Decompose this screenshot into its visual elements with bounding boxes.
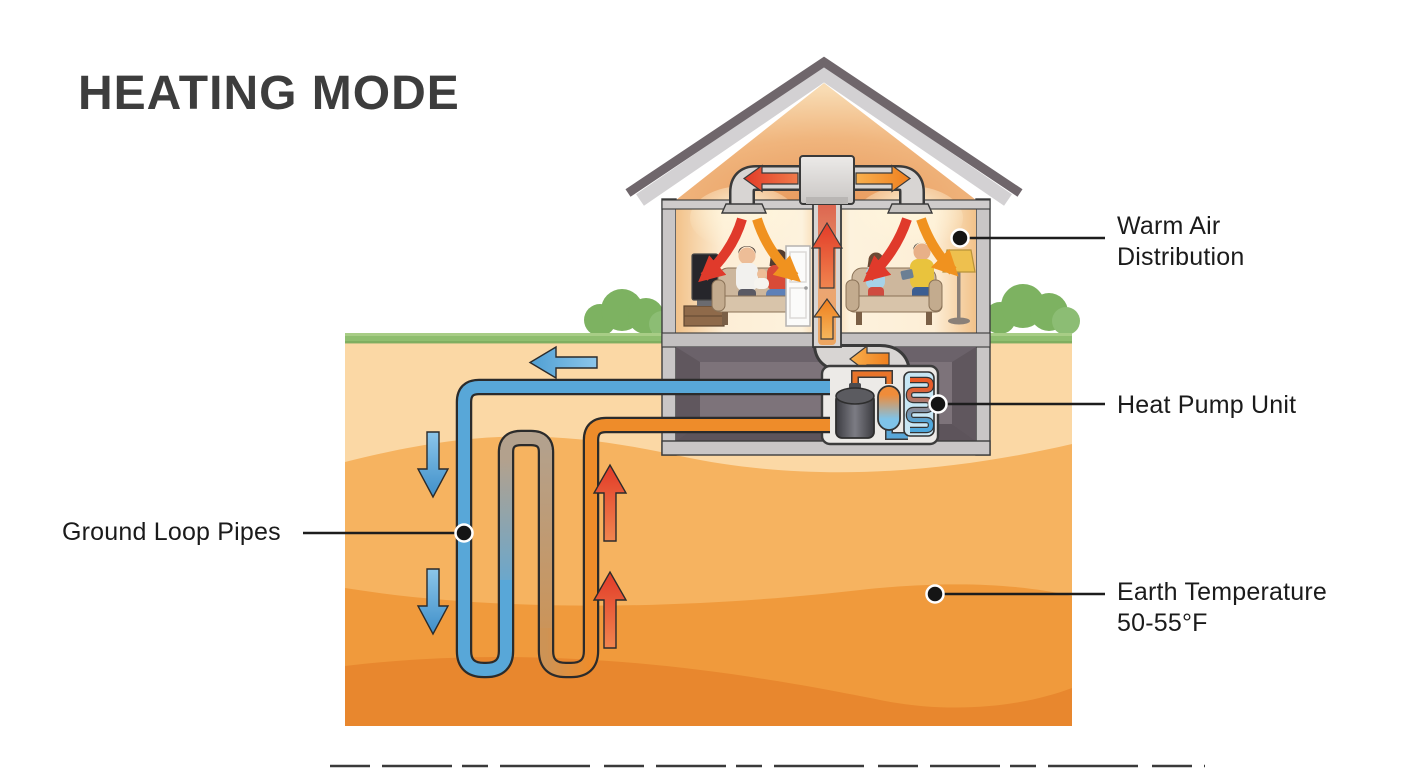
callout-lines [303, 236, 1105, 596]
earth-temp-line1: Earth Temperature [1117, 578, 1327, 606]
accumulator-tank [877, 385, 901, 431]
cold-flow-down-arrow-1 [416, 431, 450, 499]
ground-loop-text: Ground Loop Pipes [62, 518, 281, 546]
left-room-orange-arrow [752, 217, 801, 283]
bush-right [984, 284, 1080, 335]
pipe-warm-orange [585, 419, 830, 636]
air-handler [799, 155, 855, 205]
left-room-red-arrow [698, 217, 747, 283]
warm-air-callout-dot [950, 228, 970, 248]
ground-loop-pipes-label: Ground Loop Pipes [62, 517, 281, 548]
page-title: HEATING MODE [78, 67, 460, 120]
duct-left-flow-arrow [742, 164, 799, 193]
warm-flow-up-arrow-2 [592, 570, 628, 649]
cold-flow-down-arrow-2 [416, 568, 450, 636]
callout-dots [454, 228, 970, 604]
earth-temp-line2: 50-55°F [1117, 609, 1208, 637]
warm-air-line1: Warm Air [1117, 212, 1221, 240]
duct-return-air-up-arrow [812, 297, 842, 340]
ground-loop-pipes [455, 378, 830, 679]
duct-right-flow-arrow [855, 164, 912, 193]
earth-temp-callout-dot [925, 584, 945, 604]
warm-air-distribution-label: Warm Air Distribution [1117, 211, 1244, 273]
heat-pump-unit [820, 364, 940, 446]
ground-loop-callout-dot [454, 523, 474, 543]
compressor [835, 383, 875, 439]
duct-warm-air-up-arrow [810, 221, 844, 289]
door [785, 245, 811, 327]
heat-pump-callout-dot [928, 394, 948, 414]
ceiling-vent-right [886, 203, 934, 214]
pipe-top-u [500, 432, 552, 458]
heat-pump-text: Heat Pump Unit [1117, 391, 1297, 419]
right-room-orange-arrow [916, 217, 959, 277]
room-warm-air-arrows [698, 217, 959, 283]
pipe-cold-blue [458, 381, 830, 676]
roof [625, 56, 1023, 206]
heat-pump-unit-label: Heat Pump Unit [1117, 390, 1296, 421]
right-room-red-arrow [863, 217, 912, 283]
ground-flow-arrows [416, 345, 628, 649]
warm-air-line2: Distribution [1117, 243, 1245, 271]
pipe-bottom-u-warm [540, 628, 597, 676]
cold-flow-left-arrow [528, 345, 598, 380]
earth-temperature-label: Earth Temperature 50-55°F [1117, 577, 1327, 639]
warm-flow-up-arrow-1 [592, 463, 628, 542]
ceiling-vent-left [720, 203, 768, 214]
